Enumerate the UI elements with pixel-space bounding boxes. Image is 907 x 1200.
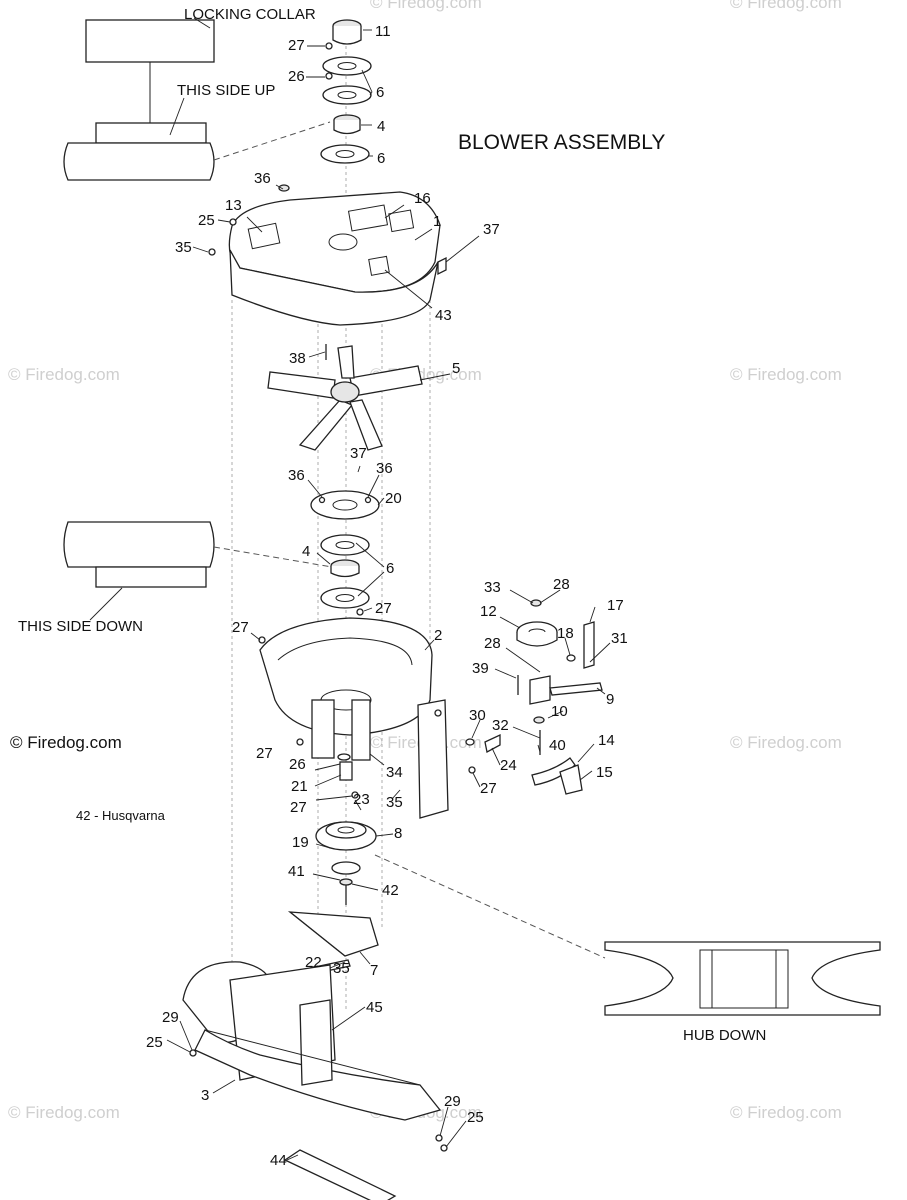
callout-29: 29 [162,1009,179,1026]
watermark: © Firedog.com [730,365,842,384]
callout-15: 15 [596,764,613,781]
watermark: © Firedog.com [8,1103,120,1122]
callout-45: 45 [366,999,383,1016]
callout-40: 40 [549,737,566,754]
callout-4: 4 [302,543,310,560]
callout-25: 25 [467,1109,484,1126]
callout-43: 43 [435,307,452,324]
callout-20: 20 [385,490,402,507]
blower-chute [182,961,448,1200]
upper-bearing-stack [320,19,372,164]
callout-28: 28 [553,576,570,593]
callout-10: 10 [551,703,568,720]
callout-26: 26 [288,68,305,85]
callout-25: 25 [198,212,215,229]
blower-housing-top [208,184,447,326]
detail-this-side-down [63,521,339,621]
callout-5: 5 [452,360,460,377]
watermark: © Firedog.com [730,1103,842,1122]
callout-29: 29 [444,1093,461,1110]
callout-23: 23 [353,791,370,808]
callout-44: 44 [270,1152,287,1169]
drive-pulley [315,753,377,905]
watermark: © Firedog.com [730,733,842,752]
callout-7: 7 [370,962,378,979]
callout-11: 11 [375,23,391,40]
callout-6: 6 [386,560,394,577]
note-this-side-up: THIS SIDE UP [177,82,275,99]
callout-36: 36 [376,460,393,477]
callout-34: 34 [386,764,403,781]
callout-33: 33 [484,579,501,596]
callout-32: 32 [492,717,509,734]
note-hub-down: HUB DOWN [683,1027,766,1044]
callout-28: 28 [484,635,501,652]
detail-hub-down [374,854,881,1016]
callout-8: 8 [394,825,402,842]
leader-lines [166,29,611,1161]
callout-17: 17 [607,597,624,614]
note-part-42: 42 - Husqvarna [76,808,166,823]
diagram-title: BLOWER ASSEMBLY [458,131,665,154]
callout-27: 27 [288,37,305,54]
callout-16: 16 [414,190,431,207]
callout-19: 19 [292,834,309,851]
callout-3: 3 [201,1087,209,1104]
callout-36: 36 [288,467,305,484]
callout-4: 4 [377,118,385,135]
callout-42: 42 [382,882,399,899]
callout-25: 25 [146,1034,163,1051]
callout-41: 41 [288,863,305,880]
callout-13: 13 [225,197,242,214]
callout-14: 14 [598,732,615,749]
callout-6: 6 [376,84,384,101]
watermark: © Firedog.com [8,365,120,384]
callout-35: 35 [175,239,192,256]
callout-22: 22 [305,954,322,971]
callout-9: 9 [606,691,614,708]
watermark: © Firedog.com [730,0,842,12]
callout-35: 35 [386,794,403,811]
blower-fan [267,344,423,451]
callout-31: 31 [611,630,628,647]
callout-2: 2 [434,627,442,644]
callout-21: 21 [291,778,308,795]
callout-6: 6 [377,150,385,167]
watermark: © Firedog.com [370,0,482,12]
callout-37: 37 [483,221,500,238]
blower-housing-lower [258,617,449,819]
callout-38: 38 [289,350,306,367]
callout-18: 18 [557,625,574,642]
callout-1: 1 [433,213,441,230]
callout-27: 27 [375,600,392,617]
lower-bearing-stack [310,490,380,616]
watermark-dark: © Firedog.com [10,733,122,752]
note-locking-collar: LOCKING COLLAR [184,6,316,23]
note-this-side-down: THIS SIDE DOWN [18,618,143,635]
callout-30: 30 [469,707,486,724]
detail-locking-collar [63,17,331,181]
callout-36: 36 [254,170,271,187]
callout-35: 35 [333,960,350,977]
callout-24: 24 [500,757,517,774]
callout-37: 37 [350,445,367,462]
callout-27: 27 [480,780,497,797]
callout-27: 27 [256,745,273,762]
callout-labels: 11 27 26 6 4 6 36 13 25 35 16 1 37 43 38… [146,23,628,1169]
callout-27: 27 [232,619,249,636]
callout-27: 27 [290,799,307,816]
callout-12: 12 [480,603,497,620]
callout-26: 26 [289,756,306,773]
idler-arm-group [465,599,603,795]
callout-39: 39 [472,660,489,677]
alignment-lines [231,40,431,1010]
